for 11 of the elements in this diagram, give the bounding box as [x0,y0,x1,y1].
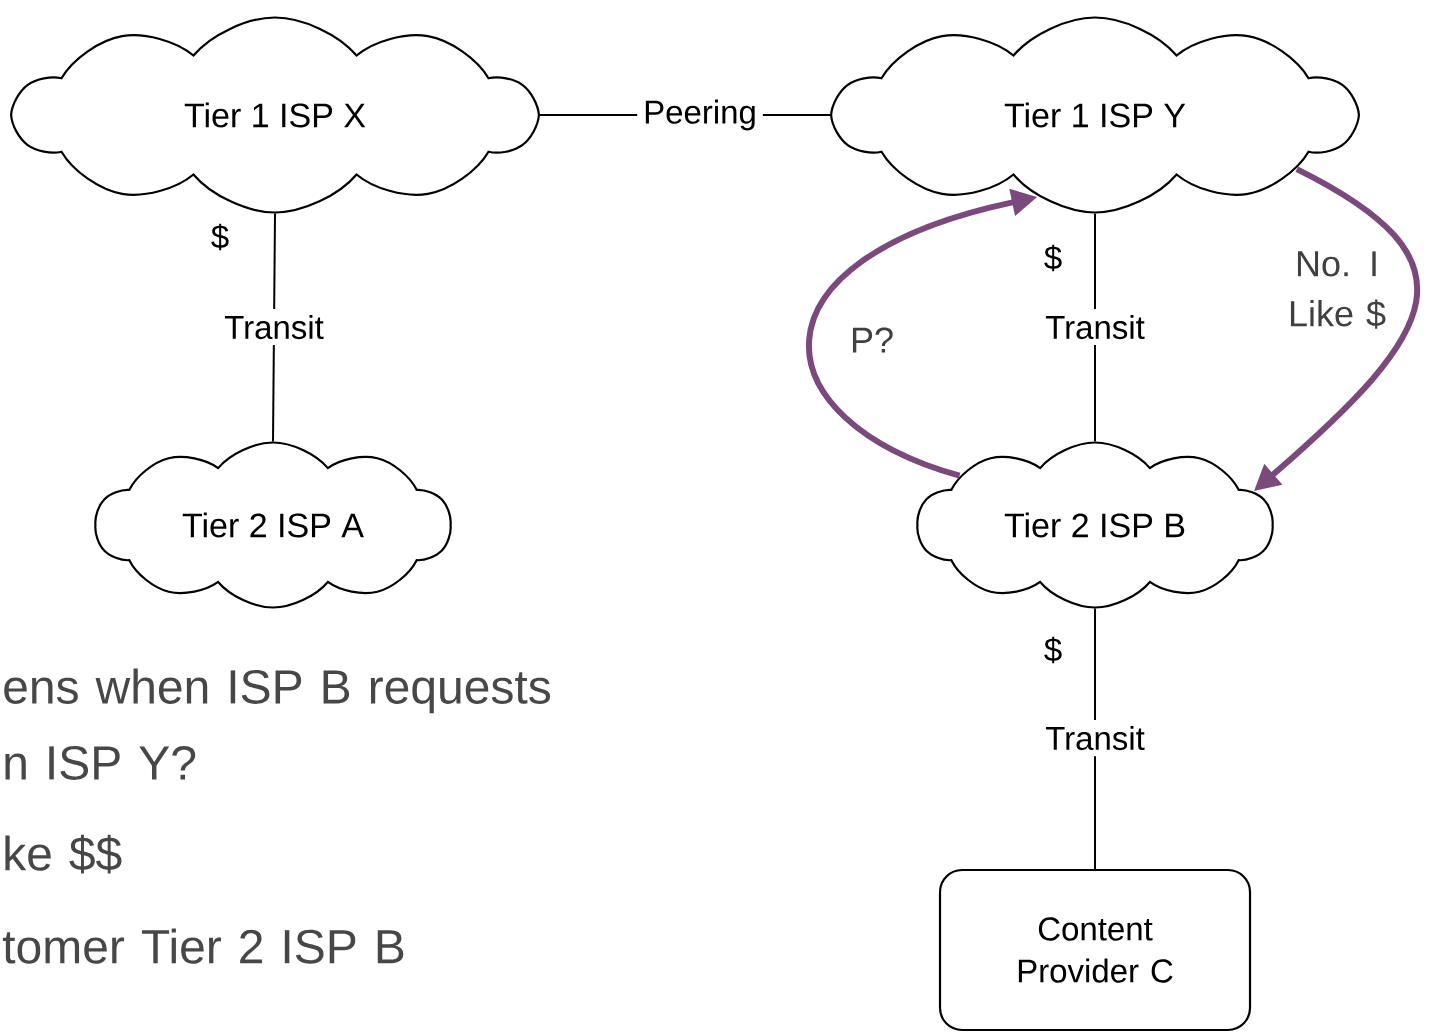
edge-label: Transit [1039,719,1151,757]
edge-label: Transit [1039,308,1151,346]
bullet-text: tomer Tier 2 ISP B [2,928,404,964]
edge-label: P? [852,327,893,353]
edge-label: No. I Like $ [1290,251,1386,329]
edge-label: Transit [218,308,330,346]
rounded-box: Content Provider C [938,868,1252,1032]
bullet-text: ens when ISP B requests n ISP Y? [4,668,551,780]
edge-label: Peering [637,93,763,137]
bullet-text: ke $$ [5,834,122,874]
dollar-label: $ [1044,244,1062,272]
